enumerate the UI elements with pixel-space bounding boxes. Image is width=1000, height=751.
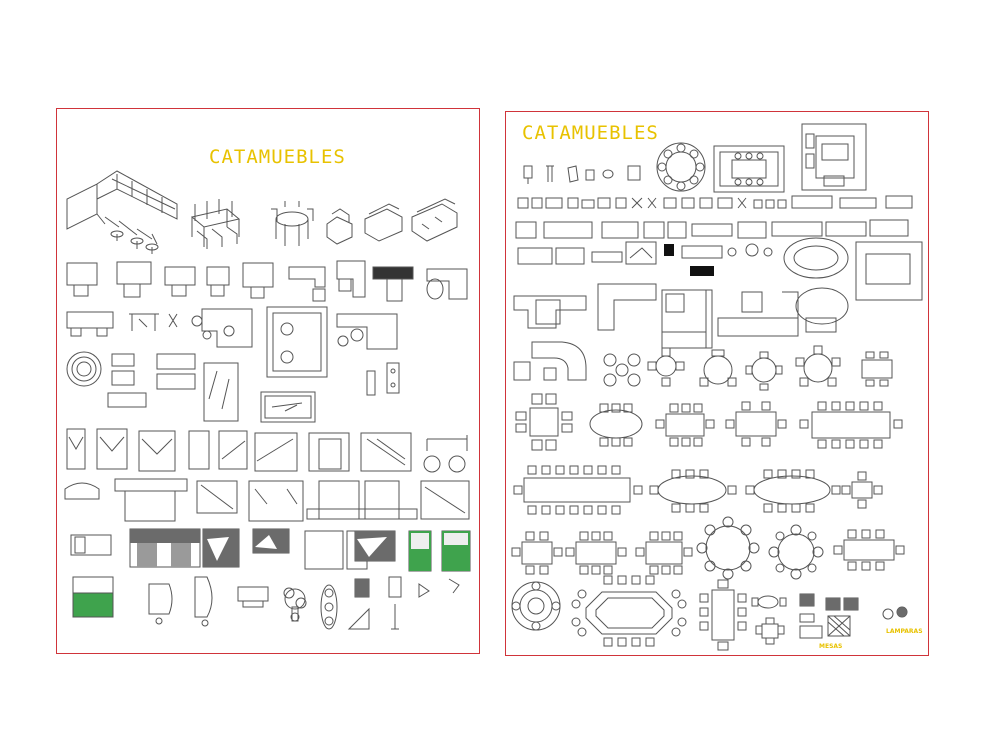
rectangular-table-icon [516, 394, 902, 450]
sofa-icon [514, 342, 586, 380]
rug-icon [67, 352, 315, 422]
round-table-icon [657, 143, 705, 191]
lamps-label: LAMPARAS [886, 628, 923, 635]
sheet-left: CATAMUEBLES [56, 108, 480, 654]
bed-icon [65, 479, 469, 521]
office-chair-icon [67, 307, 397, 377]
filled-blocks [664, 244, 907, 617]
rectangular-table-icon [572, 576, 858, 650]
lamp-icon [321, 577, 459, 629]
plant-icon [284, 588, 306, 621]
filled-blocks [73, 529, 470, 617]
dining-set-icon [192, 199, 239, 249]
sheet-right: CATAMUEBLES [505, 111, 929, 656]
round-table-icon [512, 517, 904, 579]
sheet-title: CATAMUEBLES [522, 122, 659, 144]
round-table-icon [271, 201, 313, 246]
armchair-icon [108, 354, 399, 407]
sofa-icon [802, 124, 866, 190]
sofa-icon [514, 284, 848, 348]
armchair-icon [327, 209, 352, 244]
kitchen-cabinet-icon [67, 171, 177, 254]
sofa-icon [516, 220, 908, 238]
armchair-icon [518, 238, 922, 300]
office-chair-icon [524, 166, 640, 184]
bed-icon [67, 429, 467, 472]
sofa-icon [365, 199, 457, 241]
rectangular-table-icon [514, 466, 882, 514]
rug-pattern [828, 616, 850, 636]
rectangular-table-icon [714, 146, 784, 192]
right-sheet-blocks [506, 112, 930, 657]
desk-nameplate [373, 267, 413, 279]
desk-icon [238, 587, 268, 607]
left-sheet-blocks [57, 109, 481, 655]
piano-icon [149, 577, 212, 626]
sofa-icon [518, 196, 912, 208]
round-table-icon [512, 582, 560, 630]
tables-label: MESAS [819, 643, 843, 650]
round-table-icon [604, 346, 892, 390]
sheet-title: CATAMUEBLES [209, 146, 346, 168]
